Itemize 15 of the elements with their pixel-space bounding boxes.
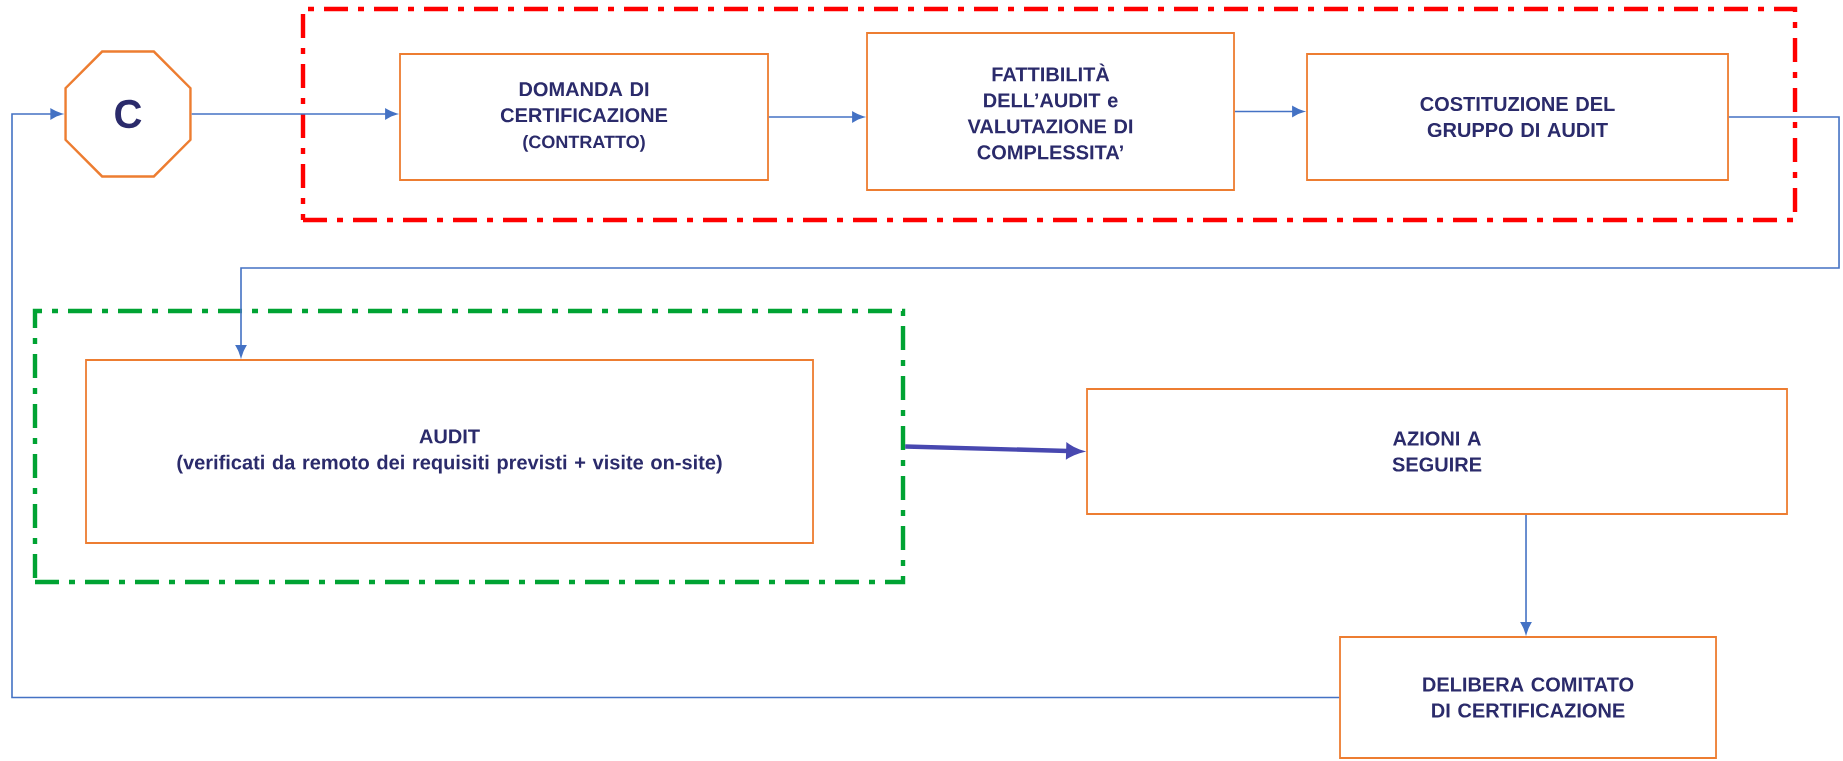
process-box: DOMANDA DI CERTIFICAZIONE (CONTRATTO) [399, 53, 769, 181]
process-box: COSTITUZIONE DEL GRUPPO DI AUDIT [1306, 53, 1729, 181]
dash-dot-frame [32, 308, 906, 585]
process-box: FATTIBILITÀ DELL’AUDIT e VALUTAZIONE DI COMPLESSITA’ [866, 32, 1235, 191]
process-box: AZIONI A SEGUIRE [1086, 388, 1788, 515]
arrow [190, 108, 397, 120]
arrow [11, 108, 1340, 699]
octagon-node: C [64, 50, 192, 178]
arrow [768, 111, 864, 123]
process-box: DELIBERA COMITATO DI CERTIFICAZIONE [1339, 636, 1717, 759]
arrow [1520, 514, 1532, 634]
arrow [235, 116, 1840, 357]
dash-dot-frame [300, 6, 1798, 223]
arrow [1234, 106, 1304, 117]
process-box: AUDIT (verificati da remoto dei requisiti previsti + visite on-site) [85, 359, 814, 544]
